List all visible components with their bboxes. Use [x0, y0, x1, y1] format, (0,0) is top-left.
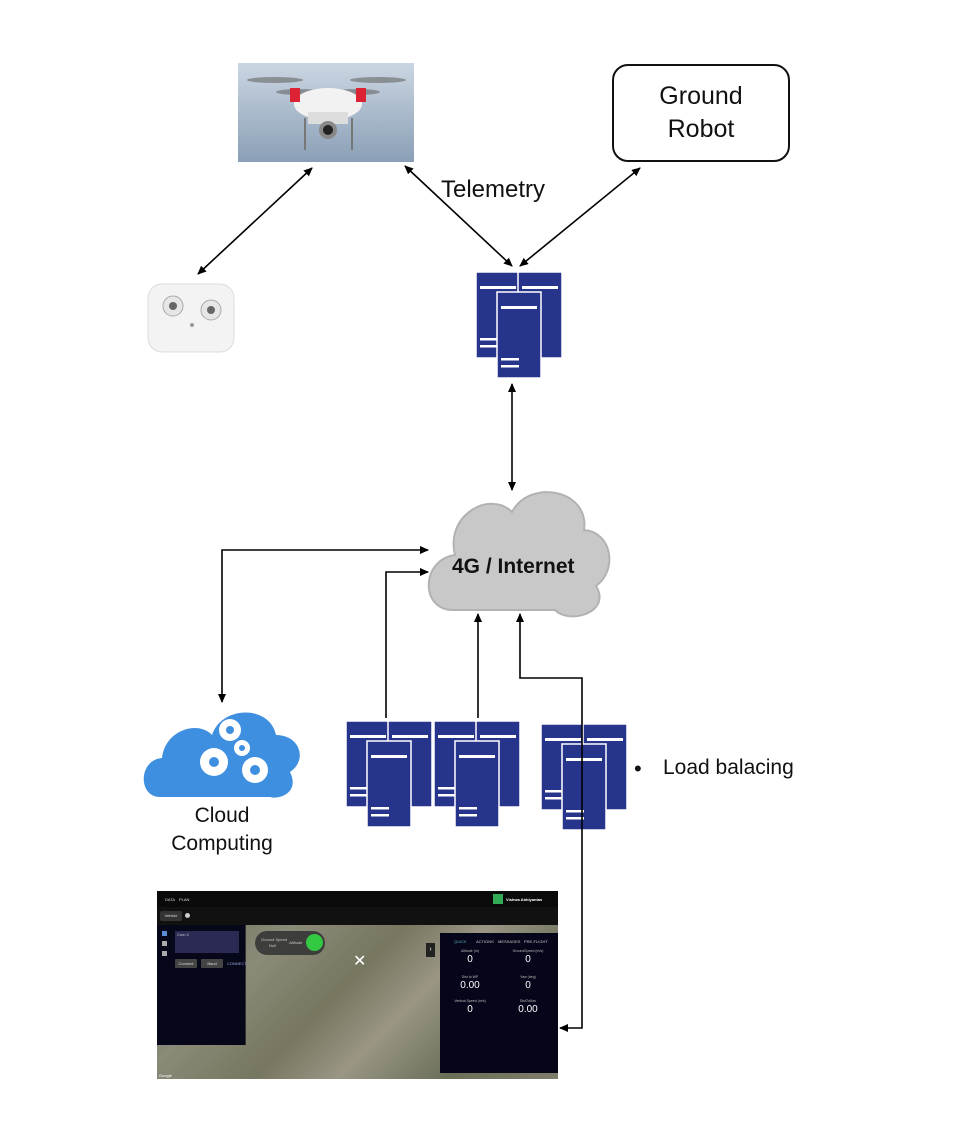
expand-panel-icon[interactable]: › — [426, 943, 435, 957]
metric-value-yaw: 0 — [525, 980, 531, 991]
metric-label-vertical-speed: Vertical Speed (m/s) — [454, 999, 486, 1003]
hud-ground-speed: Ground Speed — [261, 937, 288, 942]
hud-value: Null — [269, 943, 276, 948]
tab-plan[interactable]: PLAN — [179, 897, 190, 902]
vehicle-button[interactable]: Vehicle — [160, 911, 182, 921]
vehicle-card — [175, 931, 239, 953]
arrow-drone-controller — [197, 167, 313, 275]
connect-button[interactable]: Connect — [175, 959, 197, 968]
internet-cloud-label: 4G / Internet — [452, 555, 575, 578]
arrow-drone-server — [404, 165, 513, 267]
metric-value-vertical-speed: 0 — [467, 1004, 473, 1015]
internet-cloud — [427, 491, 611, 618]
server-stack-1 — [346, 721, 432, 827]
cloud-computing-icon — [143, 712, 300, 798]
drone-image — [238, 63, 414, 162]
ground-control-dashboard: DATA PLAN Vishwa Abhiyantas Vehicle Grou… — [157, 891, 558, 1079]
server-stack-3 — [541, 724, 627, 830]
nav-icon-1[interactable] — [162, 931, 167, 936]
dashboard-top-bar: DATA PLAN Vishwa Abhiyantas — [157, 891, 558, 907]
arrow-server3-dashboard — [516, 613, 583, 1032]
vehicle-name: Com 3 — [177, 932, 189, 937]
baud-select[interactable]: Baud — [201, 959, 223, 968]
hud-altitude: Altitude — [289, 940, 303, 945]
dashboard-toolbar: Vehicle — [157, 907, 558, 925]
vehicle-panel: Com 3 Connect Baud CONNECT — [157, 925, 247, 1045]
load-balancing-label: Load balacing — [663, 756, 794, 779]
panel-tab-actions[interactable]: ACTIONS — [476, 939, 494, 944]
telemetry-panel: QUICK ACTIONS MESSAGES PRE-FLIGHT Altitu… — [440, 933, 558, 1073]
telemetry-server-stack — [476, 272, 562, 378]
google-attribution: Google — [159, 1073, 172, 1078]
brand-name: Vishwa Abhiyantas — [506, 897, 543, 902]
server-stack-2 — [434, 721, 520, 827]
metric-label-dist-mav: DistToMav — [519, 999, 537, 1003]
metric-label-altitude: Altitude (m) — [461, 949, 479, 953]
metric-label-groundspeed: GroundSpeed (m/s) — [512, 949, 544, 953]
nav-icon-3[interactable] — [162, 951, 167, 956]
metric-value-dist-wp: 0.00 — [460, 980, 480, 991]
metric-label-dist-wp: Dist to WP — [461, 975, 479, 979]
connect-label[interactable]: CONNECT — [227, 961, 247, 966]
panel-tab-quick[interactable]: QUICK — [454, 939, 467, 944]
remote-controller-image — [147, 283, 235, 353]
arrow-robot-server — [519, 167, 641, 267]
hud-widget: Ground Speed Null Altitude — [255, 931, 325, 955]
load-balancing-bullet: • — [634, 756, 642, 781]
panel-tab-preflight[interactable]: PRE-FLIGHT — [524, 939, 548, 944]
arrow-server1-cloud — [385, 568, 429, 718]
cloud-computing-label: Cloud Computing — [171, 804, 273, 855]
brand-logo — [493, 894, 503, 904]
gear-icon[interactable] — [185, 913, 190, 918]
panel-tab-messages[interactable]: MESSAGES — [498, 939, 521, 944]
tab-data[interactable]: DATA — [165, 897, 176, 902]
metric-label-yaw: Yaw (deg) — [520, 975, 536, 979]
attitude-indicator-icon — [306, 934, 323, 951]
metric-value-groundspeed: 0 — [525, 954, 531, 965]
nav-icon-2[interactable] — [162, 941, 167, 946]
arrow-cloud-computing — [218, 546, 429, 703]
metric-value-altitude: 0 — [467, 954, 473, 965]
drone-marker-icon: ✕ — [353, 953, 367, 970]
metric-value-dist-mav: 0.00 — [518, 1004, 538, 1015]
telemetry-label: Telemetry — [441, 176, 546, 203]
ground-robot-box: Ground Robot — [612, 64, 790, 162]
